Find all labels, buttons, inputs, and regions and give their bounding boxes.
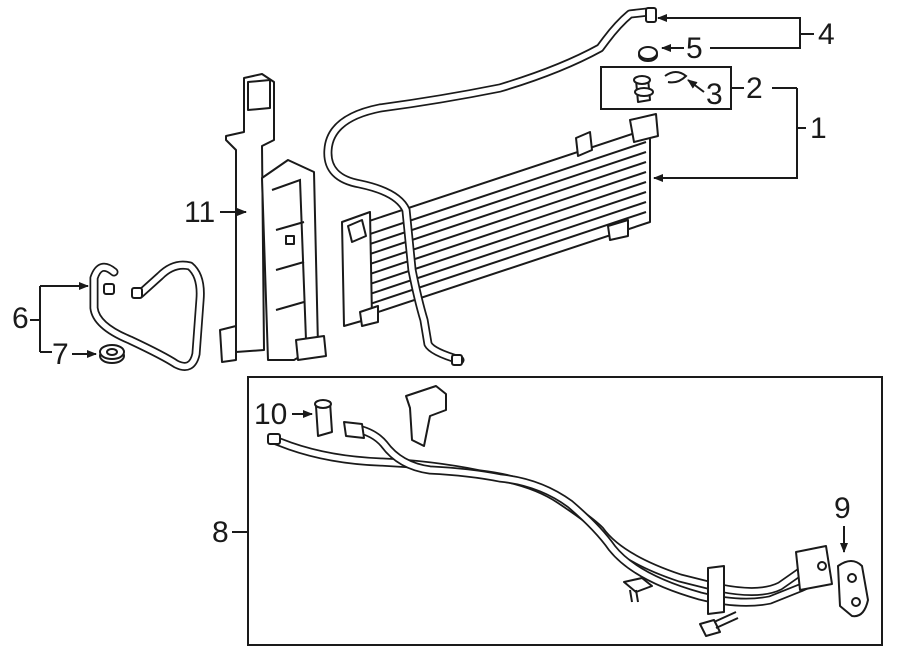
- callout-label-3: 3: [706, 78, 723, 111]
- callout-11: 11: [184, 196, 247, 229]
- callout-5: 5: [661, 32, 703, 65]
- retaining-clip-3: [664, 71, 688, 84]
- seal-5: [638, 46, 658, 62]
- hose-6: [89, 260, 205, 371]
- cooler-lines-box: [247, 376, 883, 646]
- cooler-lines-8: [267, 385, 833, 615]
- seal-7: [99, 344, 125, 364]
- callout-1: 1: [653, 88, 827, 182]
- callout-label-2: 2: [746, 72, 763, 105]
- callout-7: 7: [40, 338, 97, 371]
- callout-10: 10: [254, 398, 313, 431]
- callout-label-9: 9: [834, 492, 851, 525]
- callout-2: 2: [731, 72, 797, 105]
- cooler-fins: [351, 141, 647, 311]
- callout-6: 6: [12, 282, 89, 352]
- gasket-9: [837, 560, 869, 618]
- callout-label-10: 10: [254, 398, 287, 431]
- callout-label-1: 1: [810, 112, 827, 145]
- callout-9: 9: [834, 492, 851, 553]
- callout-label-8: 8: [212, 516, 229, 549]
- connector-2: [633, 75, 654, 103]
- bolt-upper: [623, 577, 653, 603]
- callout-4: 4: [657, 14, 835, 51]
- callout-3: 3: [687, 78, 723, 111]
- callout-label-11: 11: [184, 196, 215, 229]
- callout-label-6: 6: [12, 302, 29, 335]
- bracket-11: [219, 73, 327, 363]
- seal-10: [314, 399, 333, 437]
- bolt-lower: [699, 611, 739, 637]
- callout-8: 8: [212, 516, 248, 549]
- callout-label-4: 4: [818, 18, 835, 51]
- oil-cooler: [341, 113, 659, 327]
- upper-cooler-tube: [323, 7, 657, 366]
- callout-label-5: 5: [686, 32, 703, 65]
- callout-label-7: 7: [52, 338, 69, 371]
